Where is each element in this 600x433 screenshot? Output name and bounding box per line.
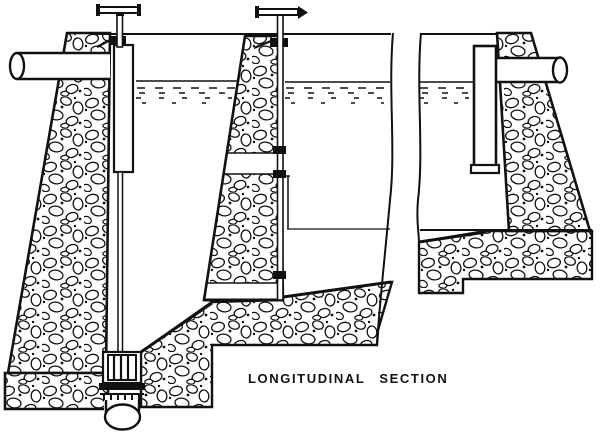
stepped-foundation xyxy=(3,31,594,411)
left-valve-assembly xyxy=(96,4,141,355)
drain-valve-assembly xyxy=(99,350,145,431)
right-floor-mass xyxy=(417,229,594,295)
drawing-break-lines xyxy=(377,32,422,331)
outlet-pipe-end xyxy=(551,56,569,84)
left-valve-spindle xyxy=(116,12,124,48)
outlet-dip-pipe xyxy=(472,44,498,170)
handle-arrow-tip xyxy=(298,6,308,19)
middle-valve-spindle xyxy=(276,13,284,301)
spindle-guide-tube xyxy=(112,43,135,174)
middle-valve-tee-handle xyxy=(255,6,308,19)
figure-caption: LONGITUDINAL SECTION xyxy=(248,371,449,386)
dip-pipe-foot xyxy=(469,163,501,175)
upper-sluice-gate xyxy=(204,153,283,174)
outlet-tee-pipe xyxy=(469,44,569,175)
left-base-slab xyxy=(3,371,110,411)
left-masonry-wall xyxy=(6,31,112,375)
valve-flange xyxy=(99,383,145,390)
drain-pipe-mouth xyxy=(103,403,142,431)
middle-valve-assembly xyxy=(253,6,308,301)
inlet-pipe-mouth xyxy=(8,51,26,81)
water-surface xyxy=(136,80,473,104)
tank-floor-lines xyxy=(140,228,592,354)
lower-sluice-gate xyxy=(204,283,283,300)
upper-gate-fitting xyxy=(273,146,286,154)
drain-valve xyxy=(99,350,145,400)
lower-gate-fitting xyxy=(273,271,286,279)
drain-down-pipe xyxy=(103,400,142,431)
inlet-pipe xyxy=(8,51,110,81)
left-valve-tee-handle xyxy=(96,4,141,16)
